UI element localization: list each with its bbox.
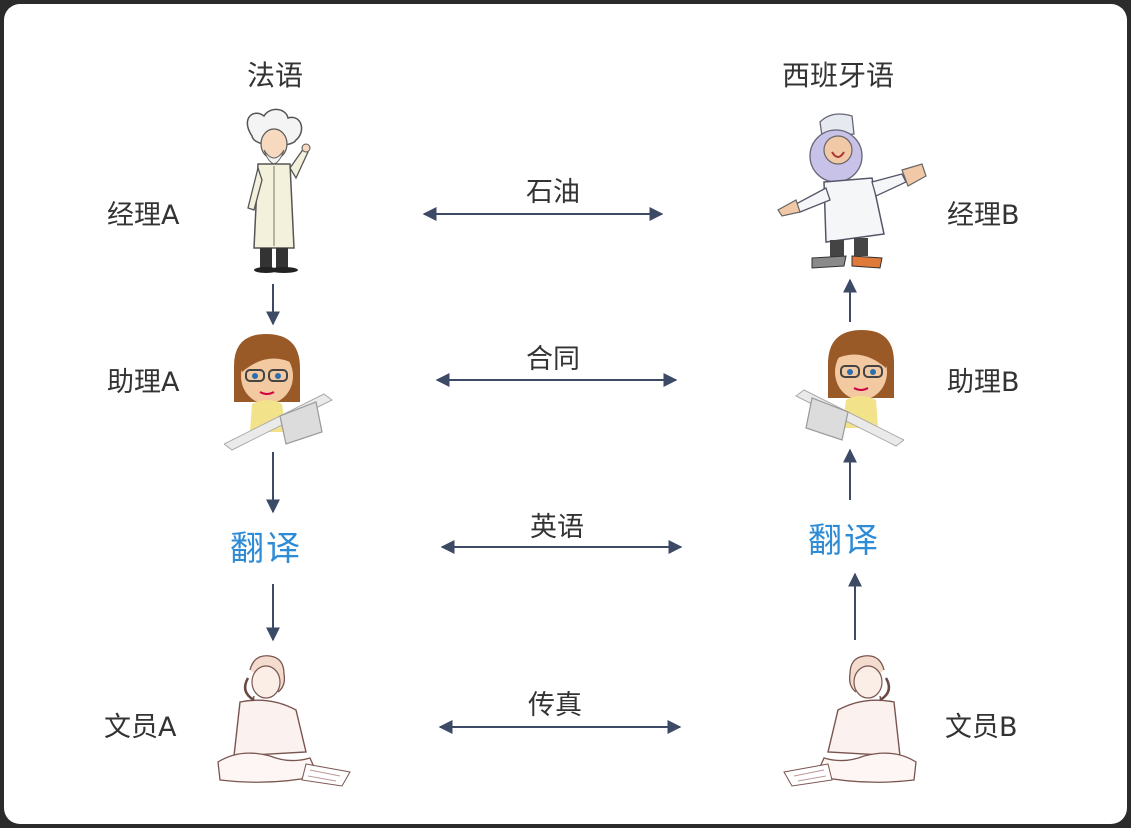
scientist-icon <box>232 108 316 274</box>
assistant-icon <box>792 328 904 448</box>
assistant-icon <box>224 332 336 452</box>
arrows-layer <box>4 4 1127 824</box>
clerk-icon <box>774 652 924 792</box>
diagram-slide: 法语 西班牙语 经理A 助理A 文员A 经理B 助理B 文员B 翻译 翻译 石油… <box>4 4 1127 824</box>
clerk-icon <box>210 652 360 792</box>
doctor-icon <box>772 112 932 272</box>
